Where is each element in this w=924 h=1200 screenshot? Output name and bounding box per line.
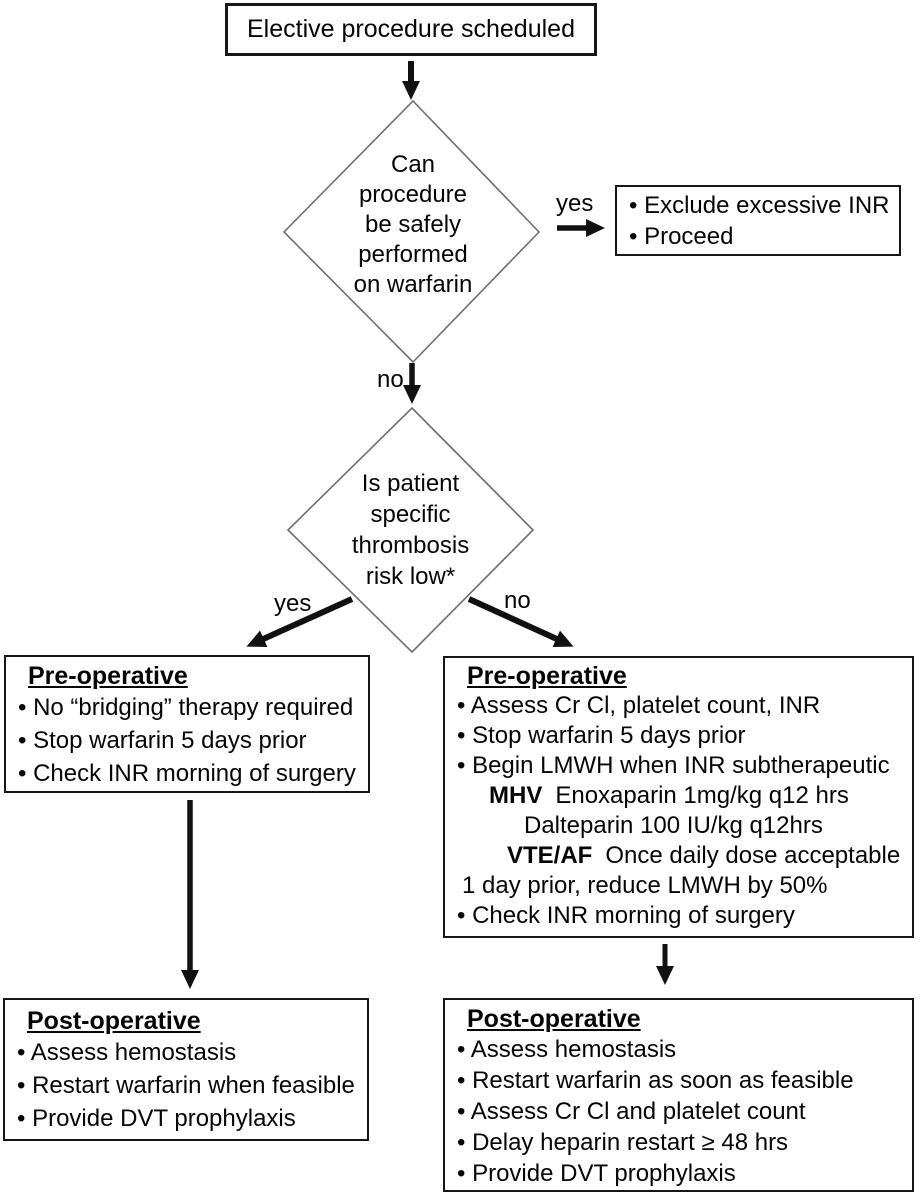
arrow-no-to-preop-right bbox=[467, 596, 574, 647]
list-item: • Assess hemostasis bbox=[457, 1036, 677, 1063]
edge-label-yes: yes bbox=[274, 590, 312, 617]
mhv-label: MHV bbox=[489, 782, 543, 809]
decision2-line: risk low* bbox=[365, 563, 456, 590]
list-item: • Proceed bbox=[629, 223, 734, 250]
list-item: • Restart warfarin when feasible bbox=[17, 1072, 355, 1099]
preop-right-title: Pre-operative bbox=[467, 662, 627, 690]
preop-high-risk-node: Pre-operative • Assess Cr Cl, platelet c… bbox=[443, 656, 914, 938]
decision1-line: Can bbox=[390, 151, 436, 178]
list-item: • Assess Cr Cl and platelet count bbox=[457, 1098, 806, 1125]
list-item: • Check INR morning of surgery bbox=[457, 902, 795, 929]
list-item: VTE/AF Once daily dose acceptable bbox=[457, 841, 912, 871]
vte-af-dose-text: Once daily dose acceptable bbox=[605, 842, 901, 869]
list-item: • No “bridging” therapy required bbox=[18, 694, 354, 721]
decision2-line: specific bbox=[370, 501, 451, 528]
list-item: • Restart warfarin as soon as feasible bbox=[457, 1067, 854, 1094]
list-item: • Provide DVT prophylaxis bbox=[17, 1105, 296, 1132]
list-item: • Begin LMWH when INR subtherapeutic bbox=[457, 752, 890, 779]
edge-label-no: no bbox=[504, 587, 531, 614]
decision2-line: Is patient bbox=[361, 470, 460, 497]
start-node: Elective procedure scheduled bbox=[225, 3, 597, 56]
edge-label-no: no bbox=[377, 366, 404, 393]
decision2-text: Is patient specific thrombosis risk low* bbox=[288, 468, 533, 592]
preop-low-risk-node: Pre-operative • No “bridging” therapy re… bbox=[4, 655, 370, 793]
list-item: MHV Enoxaparin 1mg/kg q12 hrs bbox=[457, 781, 912, 811]
mhv-dose-text: Enoxaparin 1mg/kg q12 hrs bbox=[555, 782, 849, 809]
postop-high-risk-node: Post-operative • Assess hemostasis • Res… bbox=[443, 998, 914, 1192]
decision1-text: Can procedure be safely performed on war… bbox=[285, 150, 541, 300]
list-item: • Check INR morning of surgery bbox=[18, 760, 356, 787]
list-item: • Assess Cr Cl, platelet count, INR bbox=[457, 692, 821, 719]
decision1-diamond bbox=[282, 99, 541, 364]
decision1-line: be safely bbox=[364, 211, 462, 238]
decision1-line: procedure bbox=[358, 181, 468, 208]
postop-right-title: Post-operative bbox=[467, 1005, 641, 1033]
decision1-line: performed bbox=[358, 241, 468, 268]
start-node-label: Elective procedure scheduled bbox=[247, 15, 575, 43]
postop-left-title: Post-operative bbox=[27, 1007, 201, 1035]
decision1-line: on warfarin bbox=[353, 271, 473, 298]
arrow-yes-to-preop-left bbox=[246, 596, 354, 647]
vte-af-label: VTE/AF bbox=[507, 842, 593, 869]
decision2-line: thrombosis bbox=[351, 532, 470, 559]
list-item: • Provide DVT prophylaxis bbox=[457, 1160, 736, 1187]
list-item: • Assess hemostasis bbox=[17, 1039, 237, 1066]
list-item: Dalteparin 100 IU/kg q12hrs bbox=[524, 812, 823, 839]
postop-low-risk-node: Post-operative • Assess hemostasis • Res… bbox=[3, 998, 369, 1141]
preop-left-title: Pre-operative bbox=[28, 662, 188, 690]
edge-label-yes: yes bbox=[556, 190, 594, 217]
list-item: • Delay heparin restart ≥ 48 hrs bbox=[457, 1129, 789, 1156]
list-item: • Stop warfarin 5 days prior bbox=[457, 722, 746, 749]
list-item: 1 day prior, reduce LMWH by 50% bbox=[462, 872, 828, 899]
decision2-diamond bbox=[286, 406, 535, 654]
list-item: • Exclude excessive INR bbox=[629, 192, 890, 219]
proceed-node: • Exclude excessive INR • Proceed bbox=[615, 185, 901, 256]
list-item: • Stop warfarin 5 days prior bbox=[18, 727, 307, 754]
